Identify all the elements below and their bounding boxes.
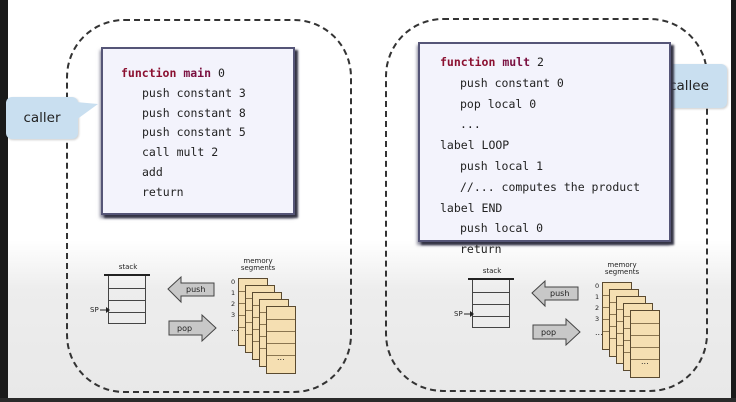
segment-number: 0 <box>231 278 236 286</box>
memory-cell-divider <box>631 335 659 336</box>
code-line: push local 1 <box>460 158 544 173</box>
code-line: add <box>142 164 163 179</box>
stack-cell-divider <box>473 292 509 293</box>
code-line: //... computes the product <box>460 179 641 194</box>
memory-cell-divider <box>631 323 659 324</box>
memory-segment-card <box>630 310 660 378</box>
function-keyword: function <box>440 55 496 69</box>
push-label: push <box>186 285 205 294</box>
more-cells-dots: ... <box>641 357 649 366</box>
code-line: ... <box>460 117 481 132</box>
code-line: return <box>142 184 184 199</box>
callee-panel <box>385 18 708 392</box>
memory-segment-card <box>266 306 296 374</box>
pop-label: pop <box>541 328 556 337</box>
more-cells-dots: ... <box>277 353 285 362</box>
pop-arrow: pop <box>532 317 581 347</box>
sp-label: SP <box>454 310 463 318</box>
sp-pointer-icon <box>464 311 474 317</box>
memory-label: memory <box>243 257 273 265</box>
segment-number: 3 <box>595 315 600 323</box>
more-segments-dots: ... <box>231 324 239 333</box>
stack-top-line <box>104 274 150 276</box>
pop-label: pop <box>177 324 192 333</box>
code-line: function main 0 <box>103 64 293 84</box>
stack-cell-divider <box>109 312 145 313</box>
function-arg-count: 0 <box>211 66 225 80</box>
right-letterbox <box>731 0 736 402</box>
push-arrow: push <box>531 279 579 308</box>
code-line: label END <box>440 200 503 215</box>
stack-cell-divider <box>473 304 509 305</box>
caller-callout-tail <box>76 102 98 120</box>
sp-label: SP <box>90 306 99 314</box>
code-line: push constant 0 <box>460 75 564 90</box>
memory-cell-divider <box>267 331 295 332</box>
stack-box <box>472 280 510 328</box>
stack-cell-divider <box>109 288 145 289</box>
code-line: label LOOP <box>440 138 510 153</box>
function-name: main <box>183 66 212 80</box>
segment-number: 2 <box>595 304 600 312</box>
callee-callout-label: callee <box>669 78 709 94</box>
segment-number: 0 <box>595 282 600 290</box>
memory-cell-divider <box>267 319 295 320</box>
code-line: pop local 0 <box>460 96 537 111</box>
bottom-letterbox <box>0 398 736 402</box>
function-name: mult <box>502 55 531 69</box>
caller-callout-label: caller <box>23 110 61 126</box>
code-line: push local 0 <box>460 221 544 236</box>
memory-cell-divider <box>631 347 659 348</box>
left-letterbox <box>0 0 8 402</box>
stack-box <box>108 276 146 324</box>
more-segments-dots: ... <box>595 328 603 337</box>
caller-callout: caller <box>6 97 78 139</box>
segment-number: 2 <box>231 300 236 308</box>
code-line: function mult 2 <box>420 52 669 73</box>
pop-arrow: pop <box>168 313 217 343</box>
function-arg-count: 2 <box>530 55 544 69</box>
code-line: return <box>460 242 502 257</box>
code-line: push constant 8 <box>142 105 246 120</box>
stack-label: stack <box>118 263 138 271</box>
stack-cell-divider <box>109 300 145 301</box>
stack-cell-divider <box>473 316 509 317</box>
segments-label: segments <box>240 264 276 272</box>
memory-cell-divider <box>267 343 295 344</box>
push-arrow: push <box>167 275 215 304</box>
segment-number: 1 <box>595 293 600 301</box>
stack-top-line <box>468 278 514 280</box>
segment-number: 3 <box>231 311 236 319</box>
callee-code-box: function mult 2 push constant 0 pop local … <box>418 42 671 256</box>
code-line: push constant 5 <box>142 125 246 140</box>
segments-label: segments <box>604 268 640 276</box>
code-line: push constant 3 <box>142 85 246 100</box>
push-label: push <box>550 289 569 298</box>
memory-label: memory <box>607 261 637 269</box>
caller-panel <box>66 19 352 393</box>
function-keyword: function <box>121 66 177 80</box>
segment-number: 1 <box>231 289 236 297</box>
code-line: call mult 2 <box>142 145 219 160</box>
memory-cell-divider <box>631 359 659 360</box>
memory-cell-divider <box>267 355 295 356</box>
sp-pointer-icon <box>100 307 110 313</box>
stack-label: stack <box>482 267 502 275</box>
